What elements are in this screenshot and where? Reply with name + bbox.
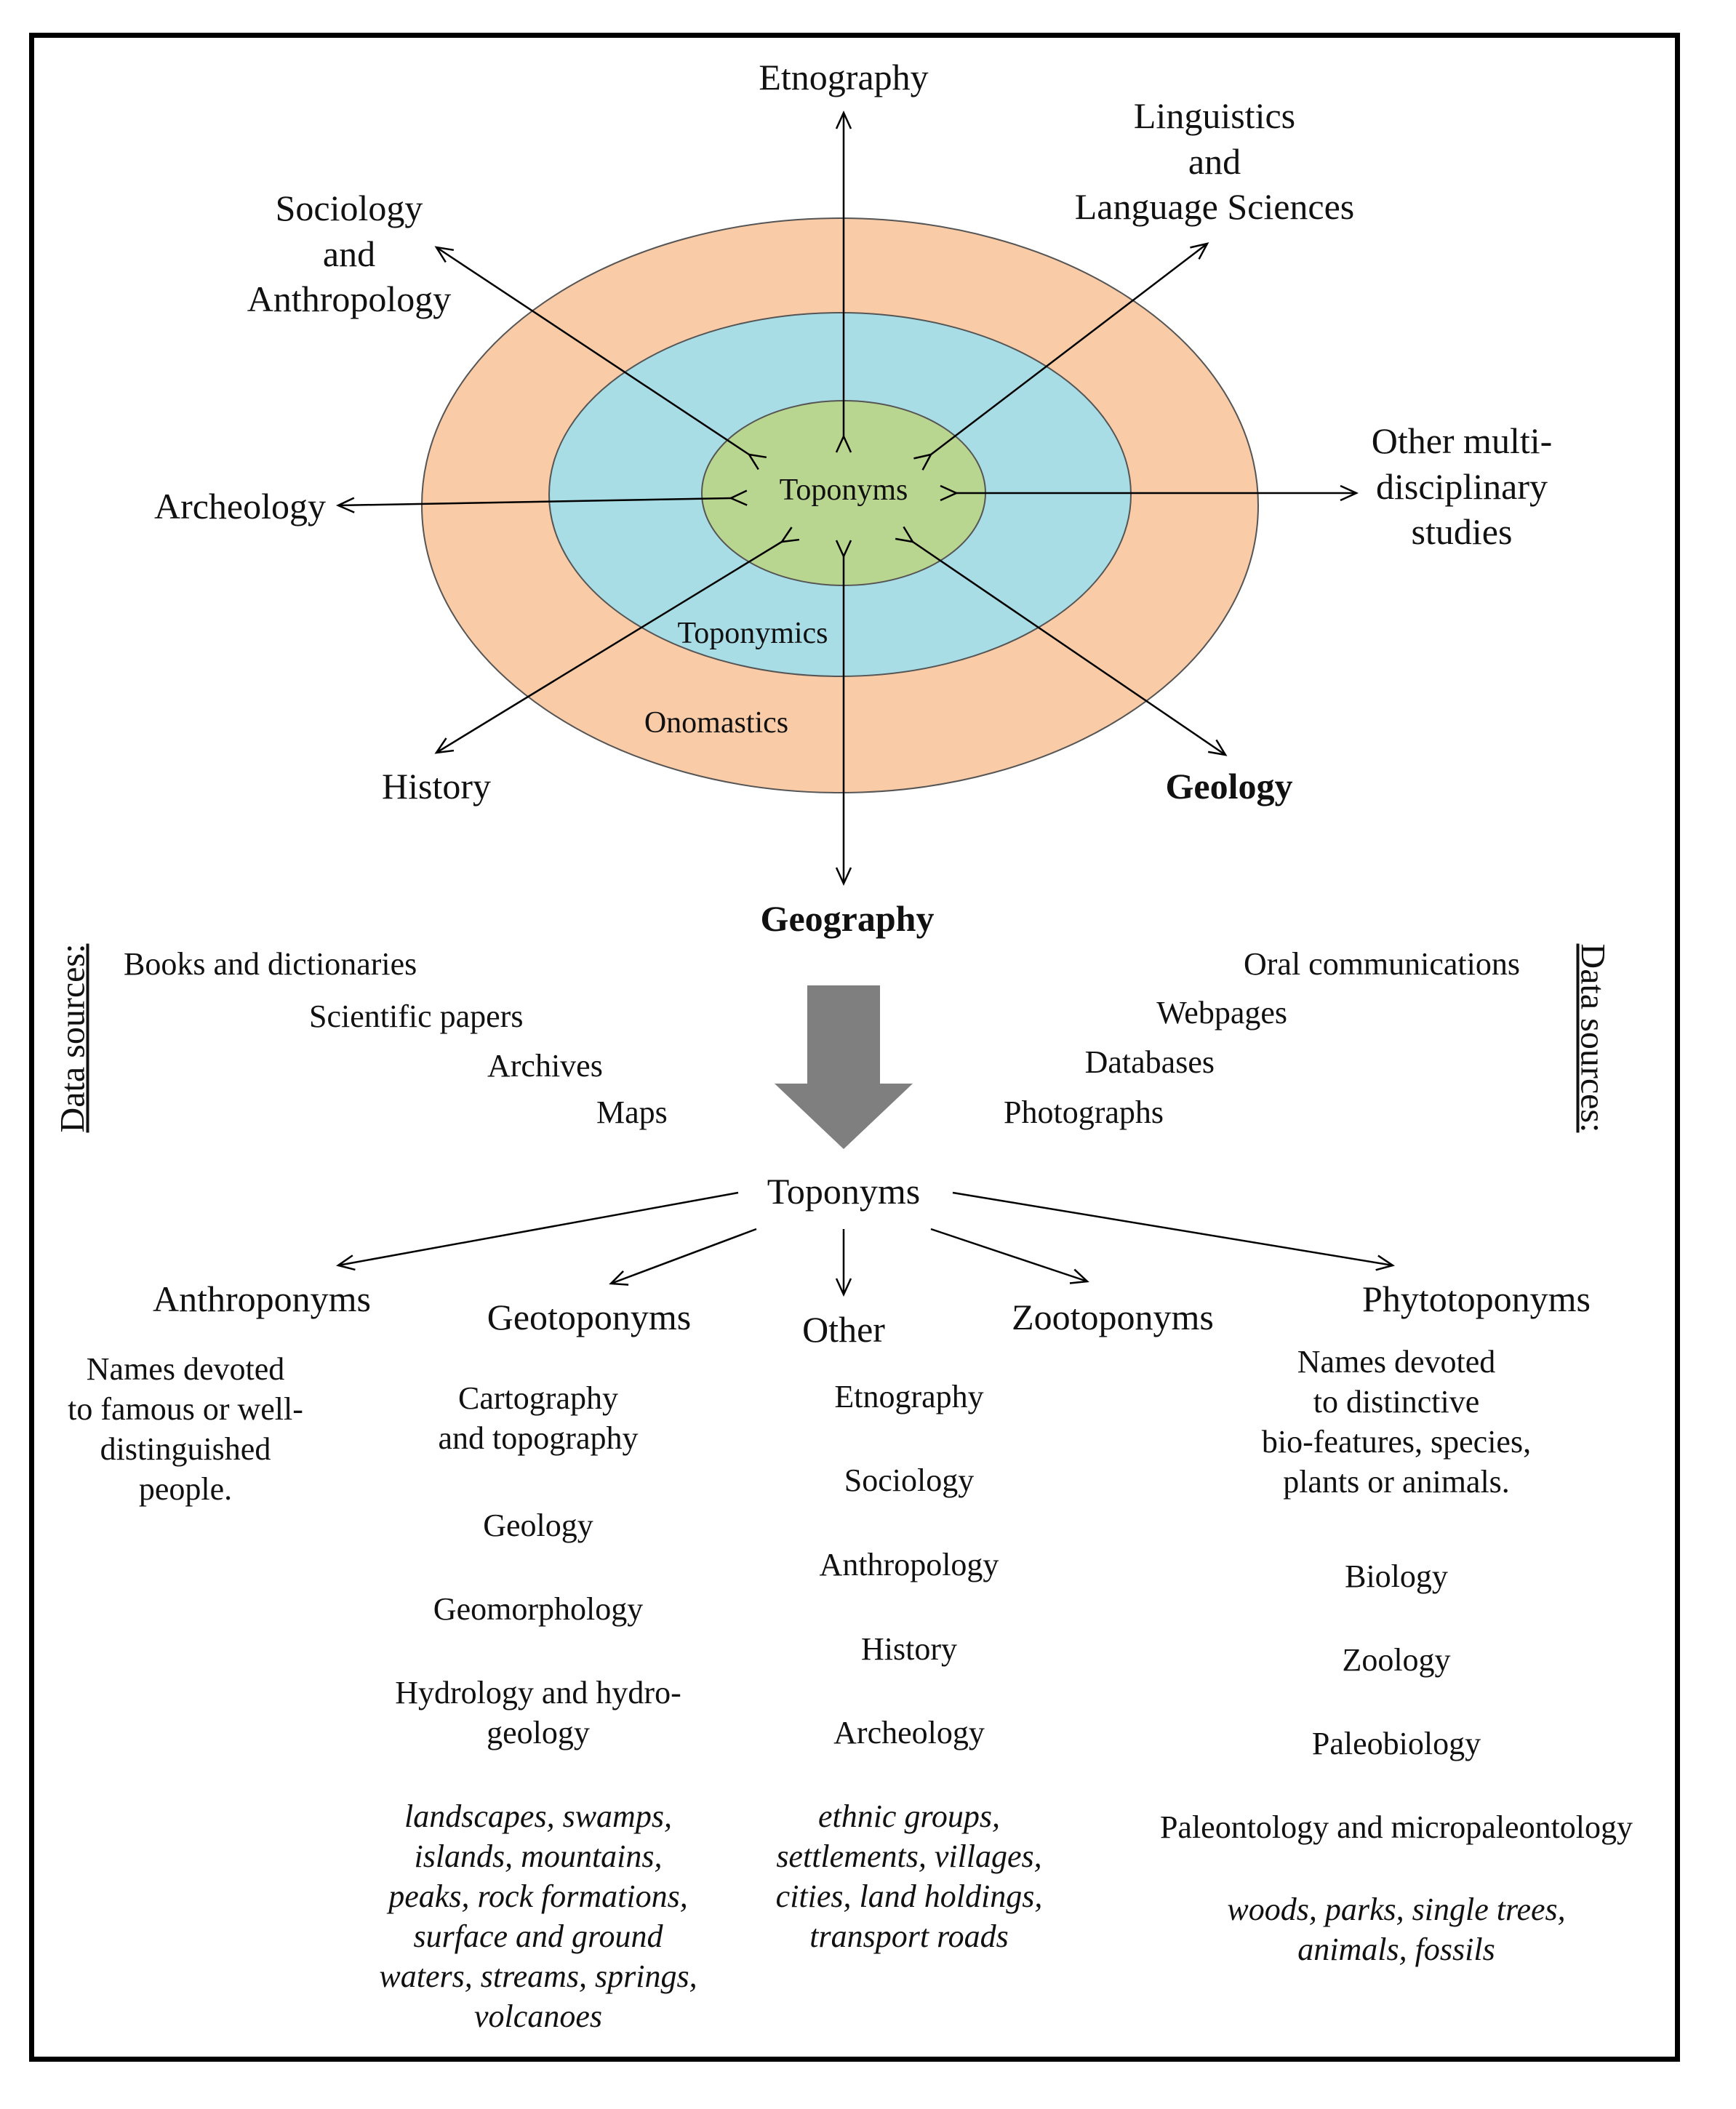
other-field-anthropology: Anthropology <box>819 1547 999 1582</box>
other-field-history: History <box>861 1631 957 1667</box>
sociology-label: Sociology and Anthropology <box>247 188 452 319</box>
source-photographs: Photographs <box>1004 1094 1164 1130</box>
geotoponyms-field-hydrology: Hydrology and hydro- geology <box>395 1675 681 1750</box>
phytotoponyms-field-paleobiology: Paleobiology <box>1311 1726 1481 1761</box>
arrow-archeology <box>335 489 748 513</box>
arrow-geology <box>895 526 1228 756</box>
geotoponyms-field-geology: Geology <box>483 1508 593 1543</box>
phytotoponyms-field-paleontology: Paleontology and micropaleontology <box>1159 1809 1633 1845</box>
other-field-sociology: Sociology <box>844 1462 975 1498</box>
toponyms-root-label: Toponyms <box>767 1171 921 1212</box>
geography-label: Geography <box>760 898 935 939</box>
source-databases: Databases <box>1084 1044 1215 1080</box>
geotoponyms-examples: landscapes, swamps, islands, mountains, … <box>379 1798 697 2034</box>
other-field-etnography: Etnography <box>834 1379 984 1414</box>
source-oral: Oral communications <box>1243 946 1520 982</box>
geotoponyms-title: Geotoponyms <box>487 1297 692 1337</box>
anthroponyms-description: Names devoted to famous or well- disting… <box>68 1351 303 1507</box>
phytotoponyms-field-zoology: Zoology <box>1342 1642 1451 1678</box>
phytotoponyms-examples: woods, parks, single trees, animals, fos… <box>1227 1892 1566 1967</box>
arrow-to-zootoponyms <box>930 1228 1089 1284</box>
toponymics-label: Toponymics <box>677 617 828 650</box>
data-sources-heading-right: Data sources: <box>1573 943 1612 1133</box>
archeology-label: Archeology <box>153 486 327 527</box>
source-papers: Scientific papers <box>309 999 524 1034</box>
arrow-linguistics <box>913 242 1209 471</box>
other-examples: ethnic groups, settlements, villages, ci… <box>775 1798 1043 1954</box>
onomastics-label: Onomastics <box>644 706 789 740</box>
etnography-label: Etnography <box>759 57 929 97</box>
geology-label: Geology <box>1165 766 1293 807</box>
phytotoponyms-field-biology: Biology <box>1345 1558 1448 1594</box>
down-arrow-icon <box>775 985 913 1149</box>
anthroponyms-title: Anthroponyms <box>153 1278 371 1319</box>
source-maps: Maps <box>596 1094 668 1130</box>
other-studies-label: Other multi- disciplinary studies <box>1371 420 1553 552</box>
geotoponyms-field-cartography: Cartography and topography <box>438 1380 639 1456</box>
phytotoponyms-title: Phytotoponyms <box>1362 1278 1591 1319</box>
arrow-to-anthroponyms <box>336 1191 739 1271</box>
linguistics-label: Linguistics and Language Sciences <box>1074 95 1355 227</box>
geotoponyms-field-geomorphology: Geomorphology <box>433 1591 644 1627</box>
zootoponyms-title: Zootoponyms <box>1012 1297 1214 1337</box>
diagram-frame <box>29 33 1680 2062</box>
arrow-to-geotoponyms <box>609 1228 757 1286</box>
history-label: History <box>382 766 491 807</box>
data-sources-heading-left: Data sources: <box>53 943 92 1133</box>
source-webpages: Webpages <box>1156 995 1287 1031</box>
arrow-sociology <box>434 246 767 471</box>
other-title: Other <box>802 1309 885 1350</box>
source-books: Books and dictionaries <box>124 946 417 982</box>
source-archives: Archives <box>487 1048 603 1084</box>
arrow-history <box>434 527 800 754</box>
toponyms-center-label: Toponyms <box>779 473 908 507</box>
other-field-archeology: Archeology <box>833 1715 985 1750</box>
arrow-to-phytotoponyms <box>952 1191 1395 1271</box>
phytotoponyms-description: Names devoted to distinctive bio-feature… <box>1261 1344 1532 1500</box>
